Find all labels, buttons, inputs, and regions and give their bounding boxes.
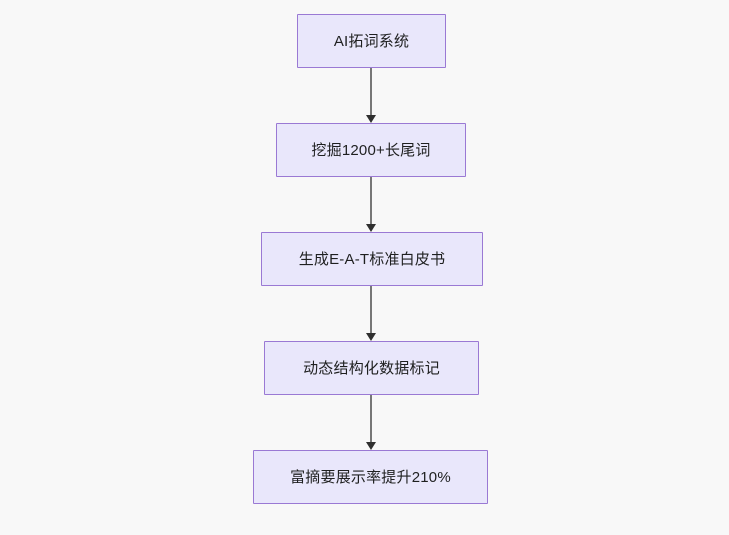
node-label: AI拓词系统 [333, 32, 410, 50]
arrowhead-n4-n5 [365, 442, 376, 450]
edge-n1-n2 [370, 68, 372, 115]
flowchart-node-eat-whitepaper[interactable]: 生成E-A-T标准白皮书 [261, 232, 483, 286]
arrowhead-n3-n4 [365, 333, 376, 341]
flowchart-node-structured-data-markup[interactable]: 动态结构化数据标记 [264, 341, 479, 395]
flowchart-node-ai-keyword-system[interactable]: AI拓词系统 [297, 14, 446, 68]
node-label: 动态结构化数据标记 [303, 359, 440, 377]
arrowhead-n1-n2 [365, 115, 376, 123]
node-label: 生成E-A-T标准白皮书 [298, 250, 446, 268]
edge-n2-n3 [370, 177, 372, 224]
node-label: 富摘要展示率提升210% [290, 468, 451, 486]
edge-n3-n4 [370, 286, 372, 333]
edge-n4-n5 [370, 395, 372, 442]
flowchart-node-rich-snippet-result[interactable]: 富摘要展示率提升210% [253, 450, 488, 504]
node-label: 挖掘1200+长尾词 [311, 141, 431, 159]
arrowhead-n2-n3 [365, 224, 376, 232]
flowchart-node-longtail-keywords[interactable]: 挖掘1200+长尾词 [276, 123, 466, 177]
